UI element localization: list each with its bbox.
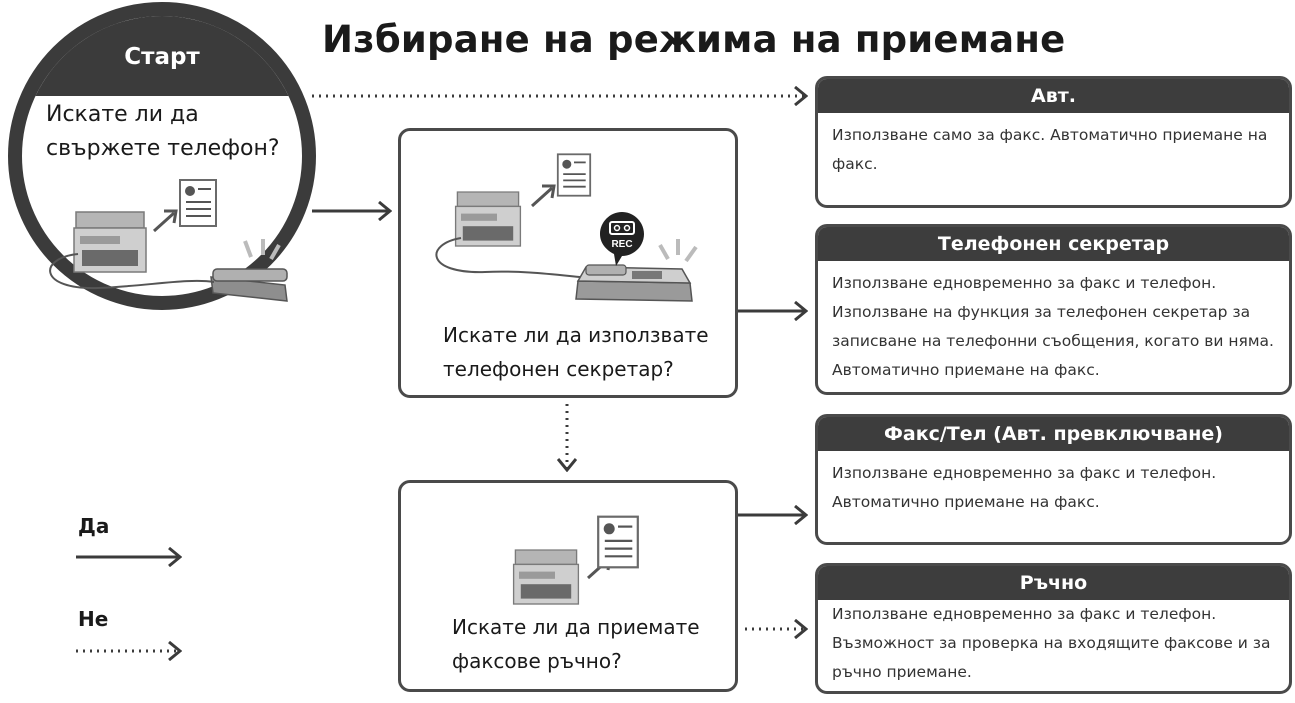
mode-title-manual: Ръчно bbox=[818, 566, 1289, 600]
start-question: Искате ли да свържете телефон? bbox=[46, 102, 280, 161]
phone-cord-icon bbox=[435, 237, 592, 279]
legend-no-label: Не bbox=[78, 607, 109, 631]
document-icon bbox=[597, 515, 639, 569]
printer-icon bbox=[512, 549, 580, 605]
mode-description-answering-machine: Използване едновременно за факс и телефо… bbox=[832, 274, 1274, 379]
mode-title-fax-tel: Факс/Тел (Авт. превключване) bbox=[818, 417, 1289, 451]
document-icon bbox=[556, 153, 592, 197]
page-title: Избиране на режима на приемане bbox=[322, 18, 1066, 61]
arrow-to-document-icon bbox=[530, 184, 556, 208]
mode-box-fax-tel: Факс/Тел (Авт. превключване) Използване … bbox=[815, 414, 1292, 545]
decision-question-2: Искате ли да приемате факсове ръчно? bbox=[452, 615, 700, 673]
rec-badge-icon: REC bbox=[600, 212, 644, 266]
decision-question-1: Искате ли да използвате телефонен секрет… bbox=[443, 323, 709, 381]
rec-badge-label: REC bbox=[611, 239, 632, 250]
answering-machine-icon bbox=[575, 239, 698, 302]
mode-description-auto: Използване само за факс. Автоматично при… bbox=[832, 126, 1268, 173]
mode-description-manual: Използване едновременно за факс и телефо… bbox=[832, 605, 1271, 681]
legend-yes-label: Да bbox=[78, 514, 110, 538]
arrow-to-document-icon bbox=[152, 209, 178, 233]
mode-box-answering-machine: Телефонен секретар Използване едновремен… bbox=[815, 224, 1292, 395]
printer-icon bbox=[454, 191, 522, 247]
start-label: Старт bbox=[124, 44, 200, 70]
mode-title-answering-machine: Телефонен секретар bbox=[818, 227, 1289, 261]
telephone-icon bbox=[210, 239, 288, 302]
mode-description-fax-tel: Използване едновременно за факс и телефо… bbox=[832, 464, 1217, 511]
mode-title-auto: Авт. bbox=[818, 79, 1289, 113]
document-icon bbox=[179, 179, 217, 227]
phone-cord-icon bbox=[49, 253, 215, 290]
mode-box-manual: Ръчно Използване едновременно за факс и … bbox=[815, 563, 1292, 694]
printer-icon bbox=[73, 211, 147, 273]
mode-box-auto: Авт. Използване само за факс. Автоматичн… bbox=[815, 76, 1292, 208]
start-band bbox=[22, 16, 302, 96]
